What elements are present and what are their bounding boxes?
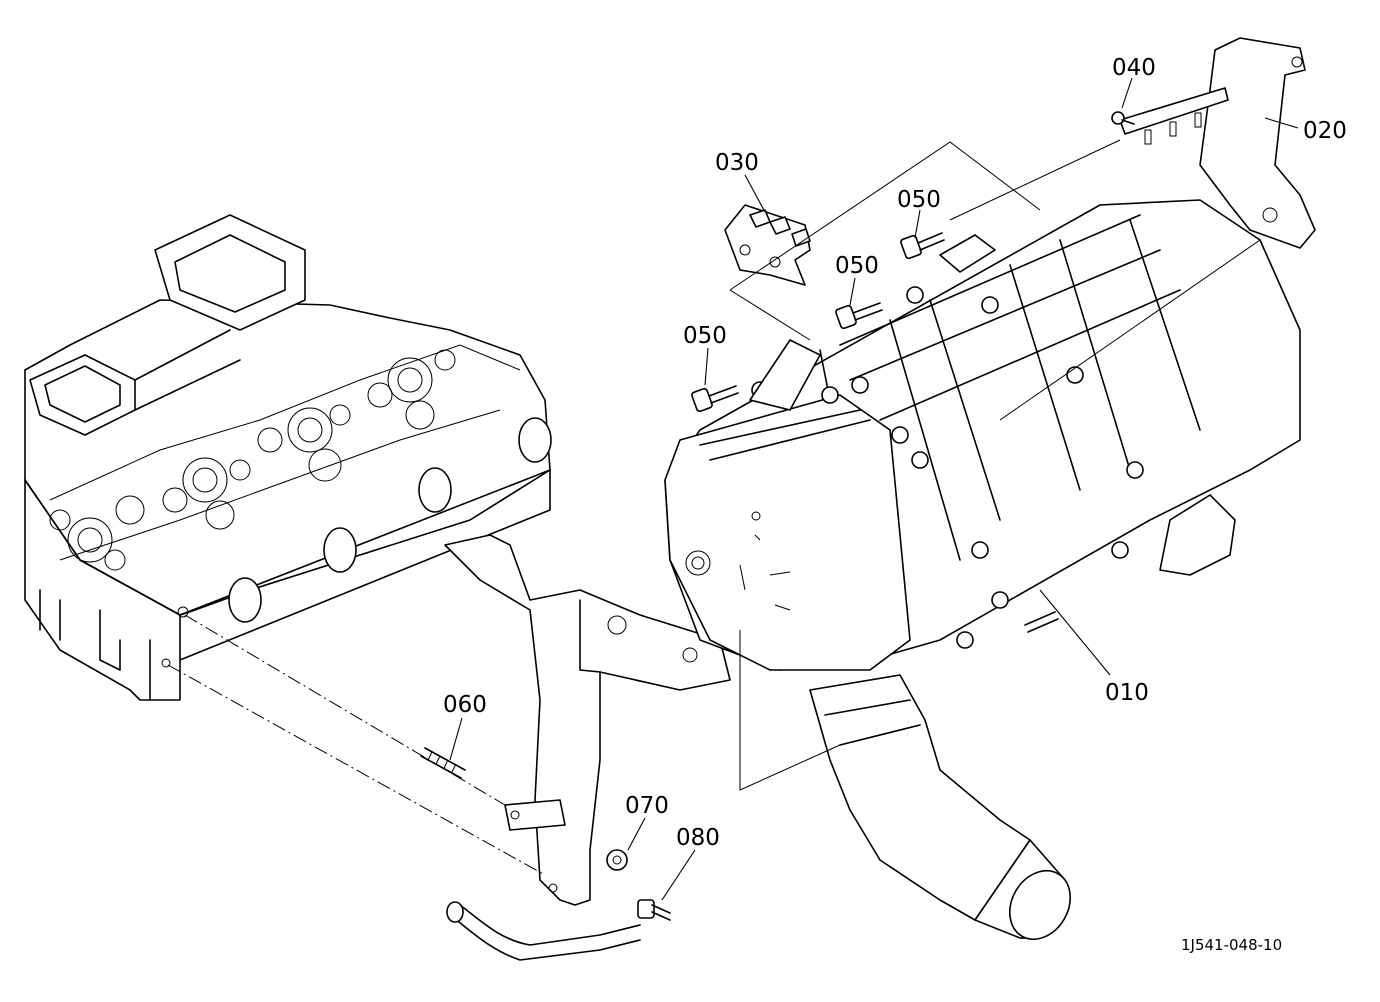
bracket-assembly	[444, 534, 731, 961]
stud-060	[420, 747, 466, 779]
bolt-040	[1111, 111, 1135, 125]
cylinder-head	[24, 214, 552, 701]
callout-020: 020	[1303, 118, 1347, 144]
bolt-050-low	[691, 385, 739, 413]
drawing-number: 1J541-048-10	[1181, 936, 1282, 954]
callout-040: 040	[1112, 55, 1156, 81]
bracket-030	[724, 204, 811, 286]
callout-030: 030	[715, 150, 759, 176]
callout-050-mid: 050	[835, 253, 879, 279]
callout-050-top: 050	[897, 187, 941, 213]
bracket-020	[1119, 37, 1316, 249]
assembly-lines	[167, 139, 1261, 876]
callout-070: 070	[625, 793, 669, 819]
callout-010: 010	[1105, 680, 1149, 706]
callout-labels: 010 020 030 040 050 050 050 060 070 080 …	[443, 55, 1347, 954]
bolt-050-mid	[835, 302, 883, 330]
dpf-muffler	[664, 199, 1301, 940]
callout-080: 080	[676, 825, 720, 851]
callout-050-low: 050	[683, 323, 727, 349]
nut-070	[606, 849, 628, 871]
bolt-080	[637, 899, 671, 921]
bolt-050-top	[900, 232, 945, 260]
leader-lines	[449, 77, 1299, 901]
callout-060: 060	[443, 692, 487, 718]
